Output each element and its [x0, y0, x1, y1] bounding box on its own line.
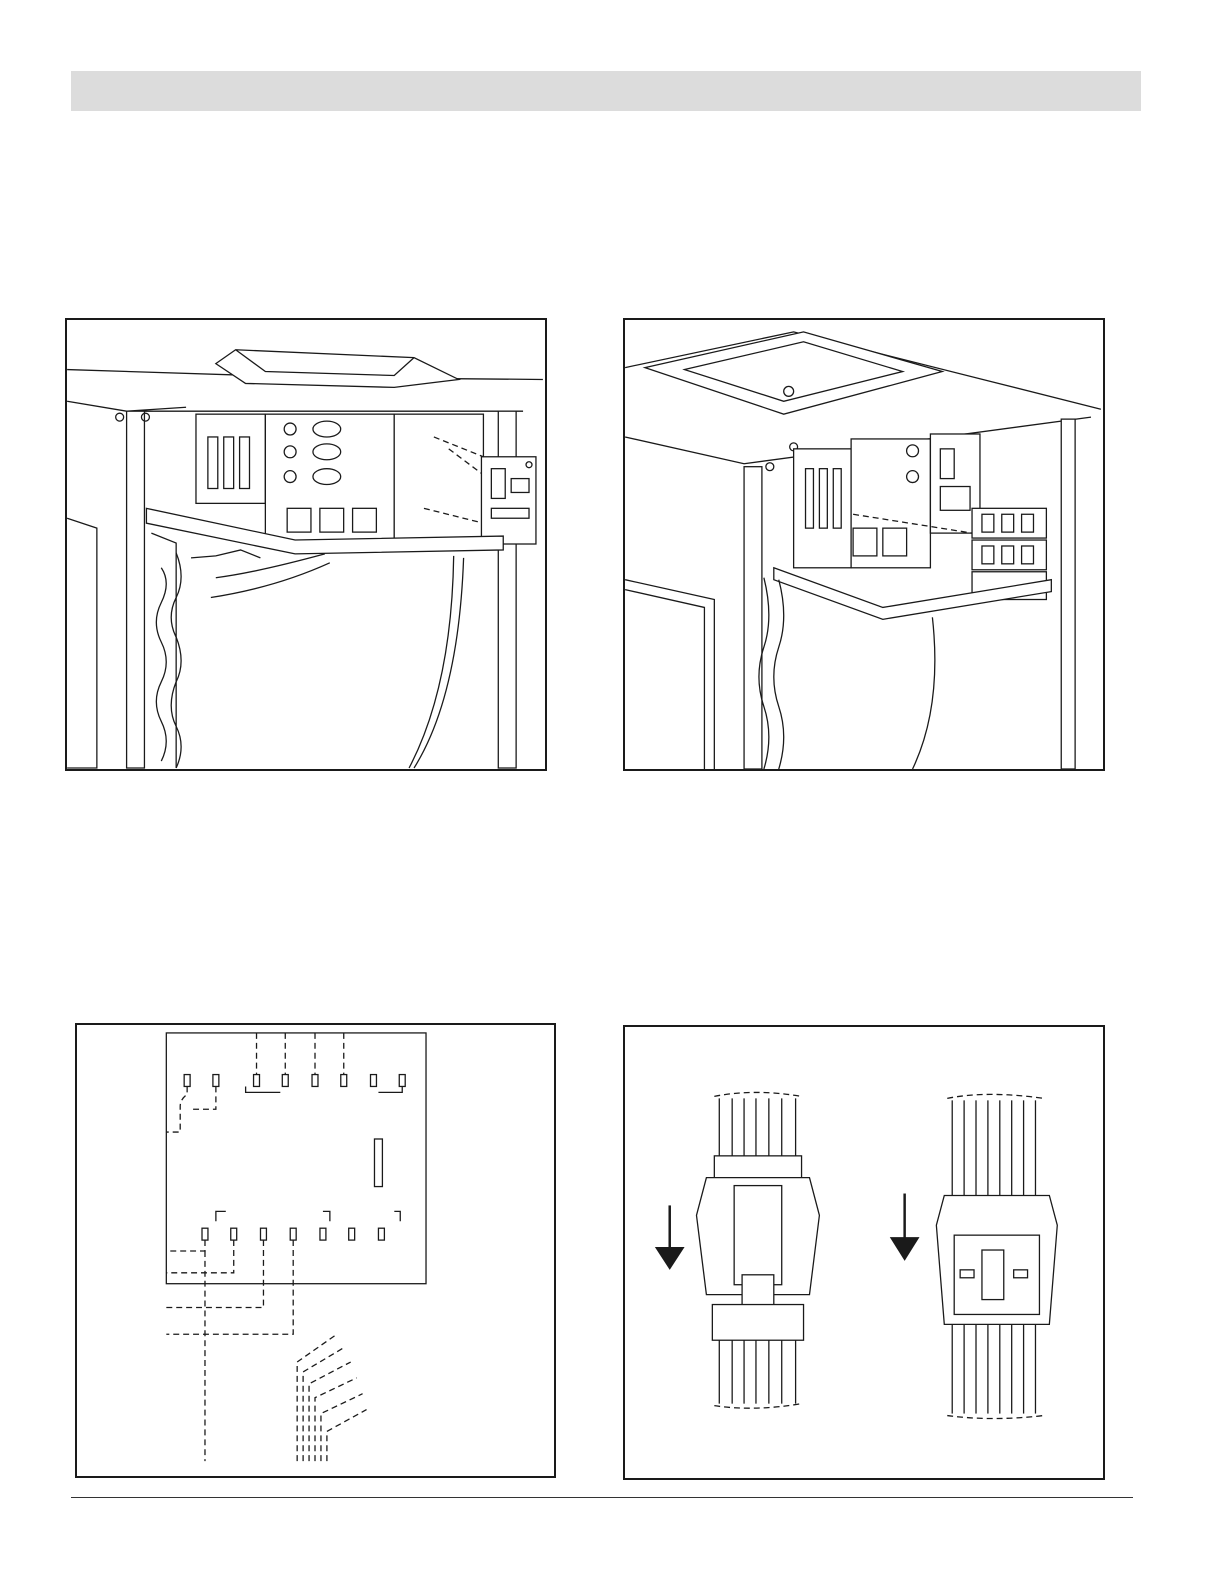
wire-harness-plug-connection-illustration [625, 1027, 1103, 1478]
figure-wiring-diagram [75, 1023, 556, 1478]
figure-control-board-install [65, 318, 547, 771]
control-board-wiring-diagram [77, 1025, 554, 1476]
footer-rule [71, 1497, 1133, 1498]
unit-control-box-contactor-illustration [625, 320, 1103, 769]
unit-control-box-board-illustration [67, 320, 545, 769]
section-header-banner [71, 71, 1141, 111]
figure-plug-connection [623, 1025, 1105, 1480]
figure-contactor-install [623, 318, 1105, 771]
